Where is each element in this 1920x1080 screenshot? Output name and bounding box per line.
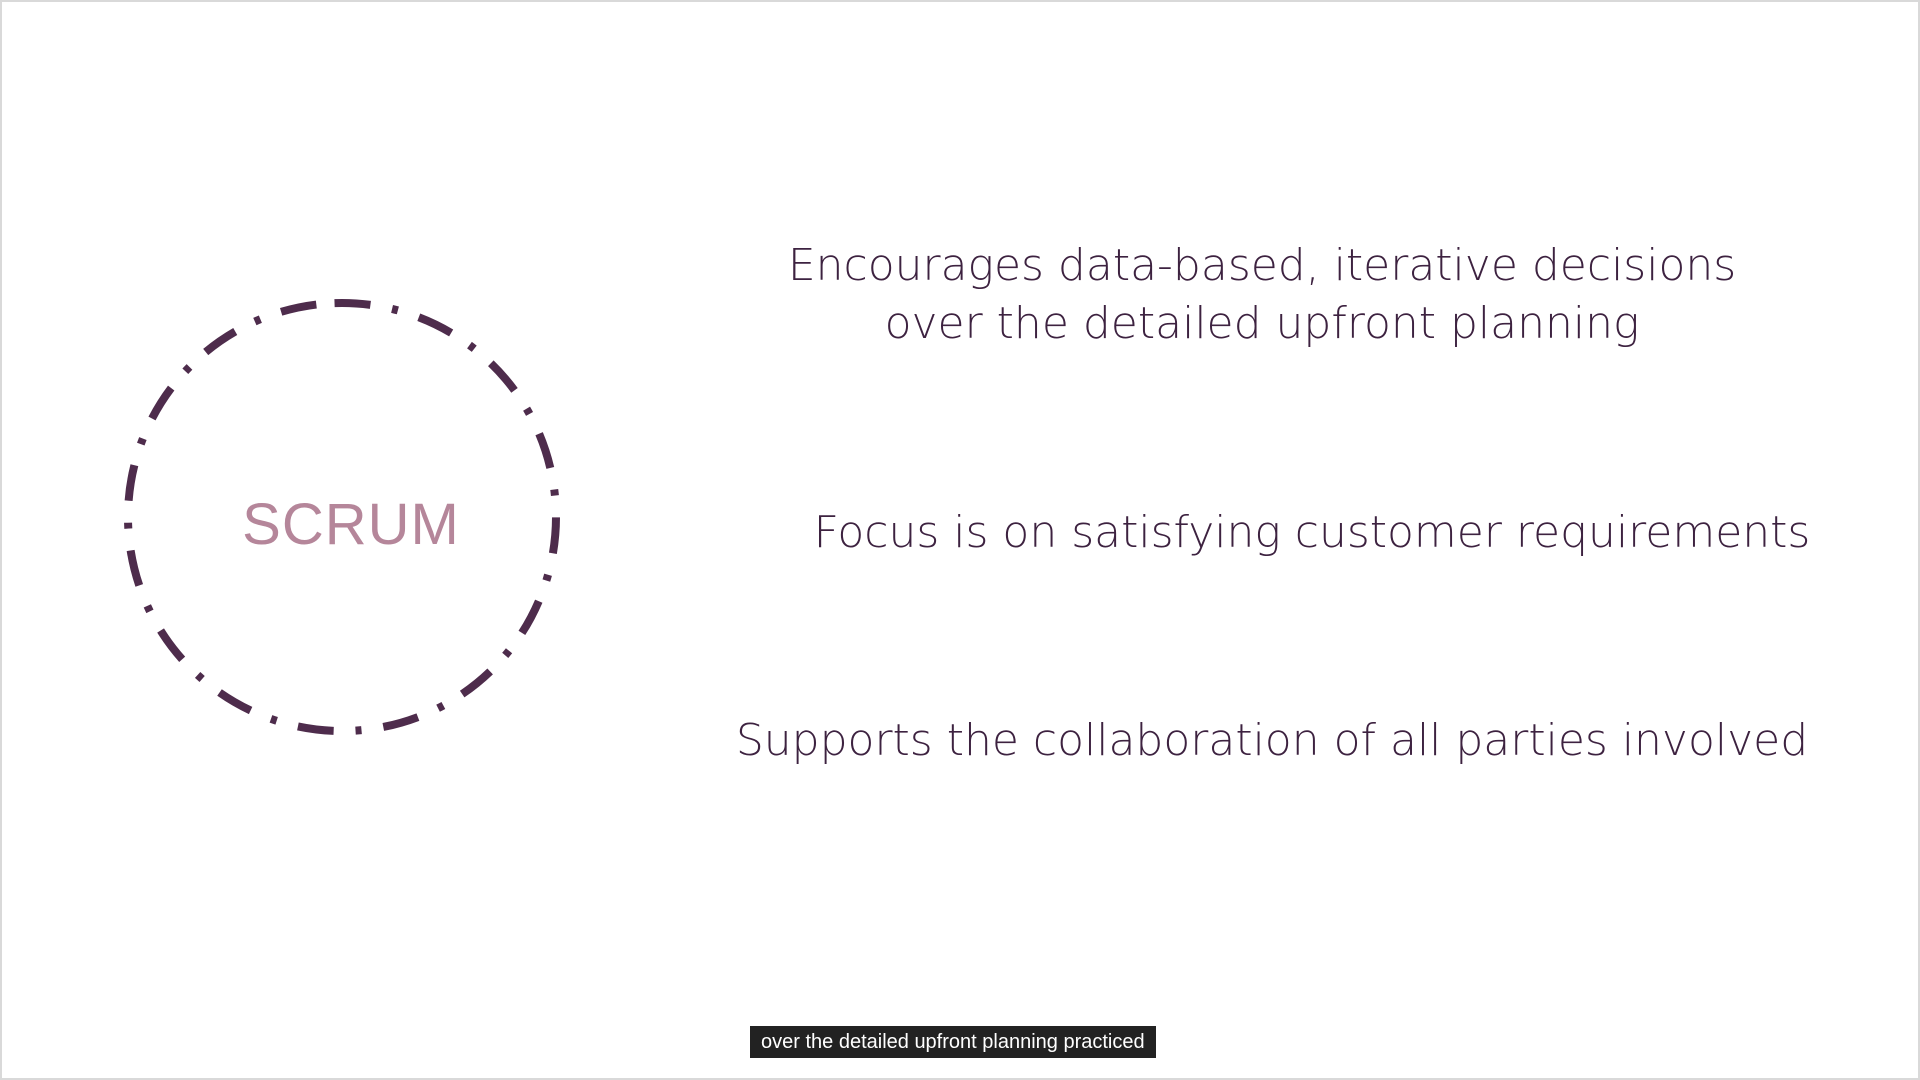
point-line: Supports the collaboration of all partie… [735,715,1809,766]
point-data-based-decisions: Encourages data-based, iterative decisio… [702,237,1822,353]
point-line: over the detailed upfront planning [884,298,1640,349]
point-line: Focus is on satisfying customer requirem… [813,507,1811,558]
dashed-ring-graphic [123,299,560,735]
point-line: Encourages data-based, iterative decisio… [787,240,1737,291]
point-collaboration: Supports the collaboration of all partie… [702,712,1842,770]
subtitle-caption: over the detailed upfront planning pract… [750,1026,1156,1058]
scrum-label: SCRUM [242,491,460,557]
scrum-circle: SCRUM [112,287,572,747]
point-customer-focus: Focus is on satisfying customer requirem… [772,504,1852,562]
